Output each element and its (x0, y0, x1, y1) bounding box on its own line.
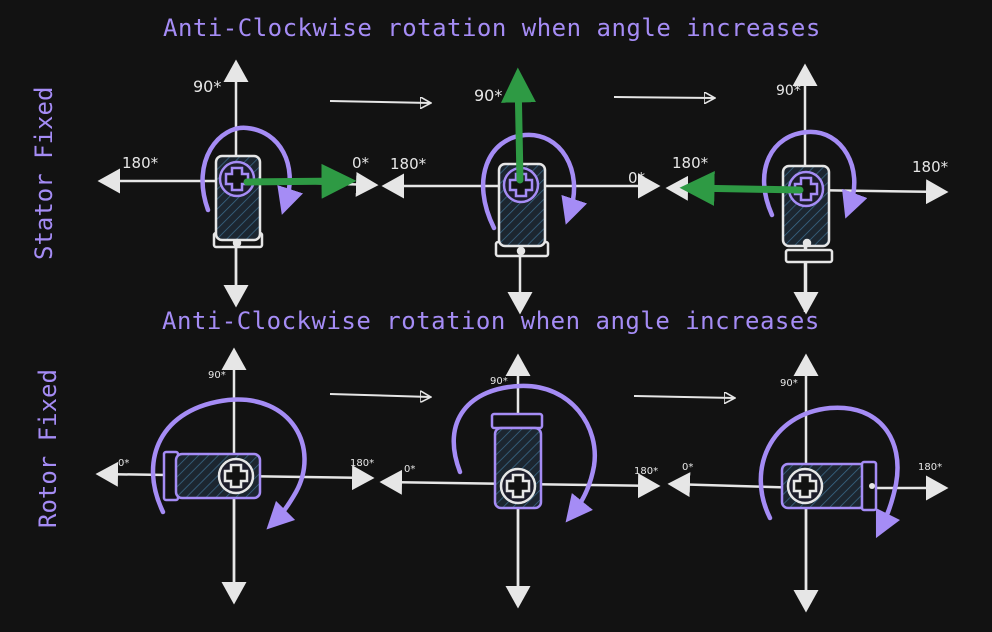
label-left: 0* (682, 462, 693, 473)
label-up: 90* (780, 378, 798, 389)
top-panel-2: 180* 0* 90* (381, 67, 661, 315)
rotor-icon (217, 457, 255, 495)
transition-arrow-1 (329, 101, 430, 103)
label-left: 180* (672, 154, 709, 172)
bottom-panel-1: 0* 180* 90* (95, 347, 375, 605)
label-right: 180* (634, 466, 658, 477)
bottom-title: Anti-Clockwise rotation when angle incre… (162, 307, 820, 335)
label-right: 180* (918, 462, 942, 473)
rotation-arrow (200, 125, 304, 215)
transition-arrow-4 (633, 396, 734, 398)
green-pointer-arrow (243, 163, 357, 199)
rotor-icon (786, 467, 824, 505)
rotation-arrow (451, 383, 598, 523)
label-right: 180* (912, 158, 949, 176)
rotation-arrow (758, 405, 901, 539)
transition-arrow-2 (613, 97, 714, 98)
rotation-arrow (480, 132, 588, 231)
bottom-panel-3: 0* 180* 90* (667, 353, 949, 613)
label-left: 180* (390, 155, 427, 173)
label-up: 90* (490, 376, 508, 387)
label-right: 0* (628, 169, 646, 187)
top-title: Anti-Clockwise rotation when angle incre… (163, 14, 821, 42)
top-panel-1: 180* 0* 90* (97, 59, 379, 308)
label-up: 90* (474, 86, 502, 105)
bottom-panel-2: 0* 180* 90* (379, 353, 661, 609)
label-up: 90* (193, 77, 221, 96)
rotation-arrow (150, 397, 307, 530)
green-pointer-arrow (679, 170, 804, 206)
rotor-icon (499, 467, 537, 505)
top-panel-3: 180* 180* 90* (665, 63, 949, 315)
transition-arrow-3 (329, 394, 430, 397)
label-right: 180* (350, 458, 374, 469)
label-left: 180* (122, 154, 159, 172)
label-up: 90* (776, 83, 801, 99)
label-left: 0* (404, 464, 415, 475)
green-pointer-arrow (500, 67, 536, 184)
label-left: 0* (118, 458, 129, 469)
label-right: 0* (352, 154, 370, 172)
label-up: 90* (208, 370, 226, 381)
rotation-arrow (761, 129, 868, 219)
